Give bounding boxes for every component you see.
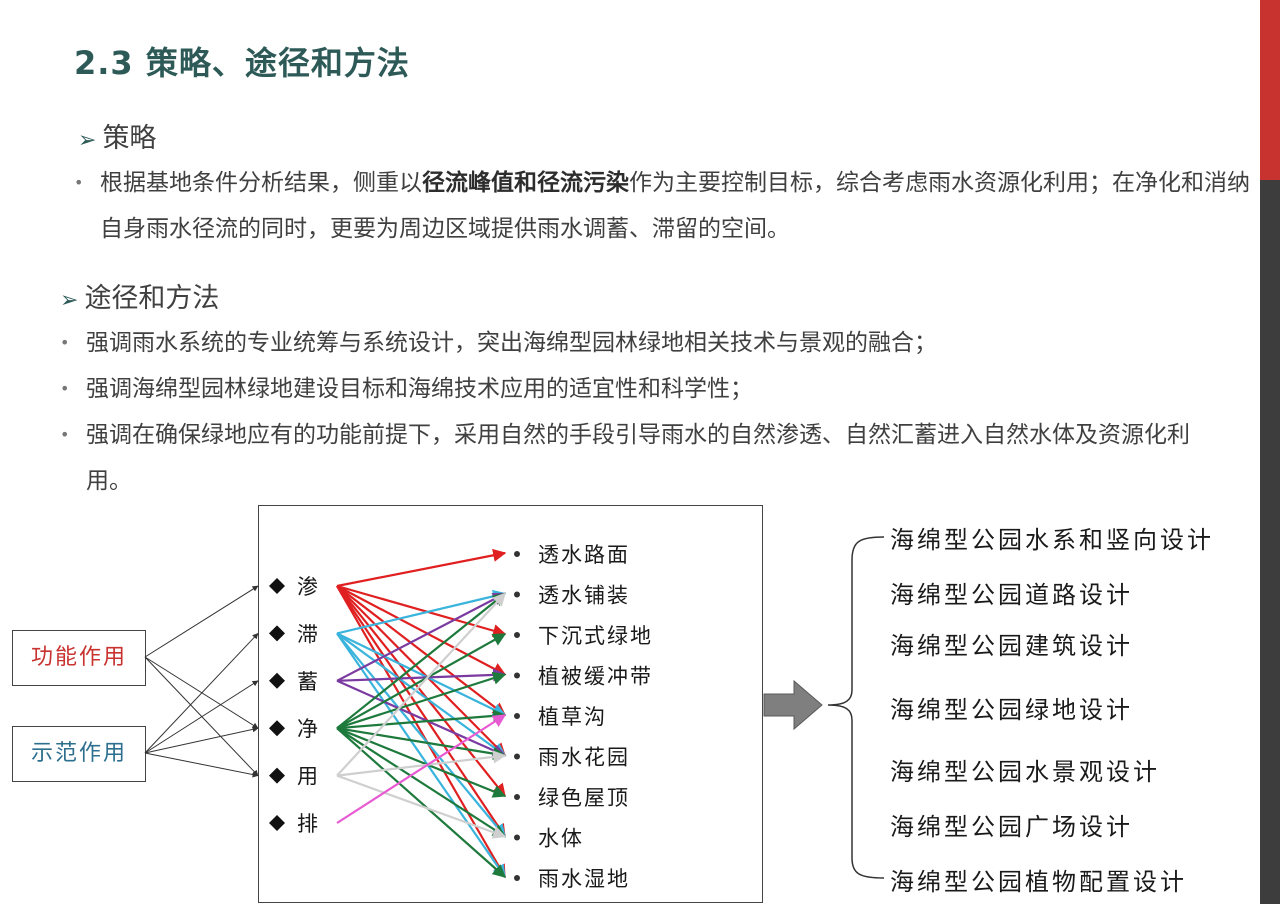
principle-measure-box (258, 505, 763, 903)
function-link (144, 680, 259, 754)
function-box-function: 功能作用 (12, 630, 146, 686)
methods-bullet: • 强调在确保绿地应有的功能前提下，采用自然的手段引导雨水的自然渗透、自然汇蓄进… (60, 412, 1216, 504)
arrow-bullet-icon: ➢ (60, 288, 79, 313)
methods-bullet: • 强调雨水系统的专业统筹与系统设计，突出海绵型园林绿地相关技术与景观的融合； (60, 320, 1236, 366)
design-item: 海绵型公园水景观设计 (890, 758, 1160, 786)
methods-heading-text: 途径和方法 (84, 283, 220, 314)
methods-bullet-text: 强调在确保绿地应有的功能前提下，采用自然的手段引导雨水的自然渗透、自然汇蓄进入自… (86, 422, 1190, 494)
block-arrow-icon (763, 679, 823, 731)
right-accent-bar (1260, 0, 1280, 904)
strategy-text-emphasis: 径流峰值和径流污染 (422, 170, 629, 196)
bullet-dot-icon: • (74, 173, 84, 192)
curly-brace-icon (827, 536, 885, 879)
strategy-bullet: • 根据基地条件分析结果，侧重以径流峰值和径流污染作为主要控制目标，综合考虑雨水… (74, 160, 1250, 252)
strategy-heading: ➢策略 (78, 116, 156, 155)
bullet-dot-icon: • (60, 425, 70, 444)
design-item: 海绵型公园水系和竖向设计 (890, 526, 1214, 554)
design-item: 海绵型公园道路设计 (890, 581, 1133, 609)
strategy-heading-text: 策略 (102, 123, 157, 154)
page-title: 2.3 策略、途径和方法 (74, 44, 410, 82)
bullet-dot-icon: • (60, 333, 70, 352)
arrow-bullet-icon: ➢ (78, 128, 97, 153)
accent-bar-red (1260, 0, 1280, 180)
function-link (144, 752, 259, 778)
strategy-text-before: 根据基地条件分析结果，侧重以 (100, 170, 422, 196)
design-item: 海绵型公园植物配置设计 (890, 868, 1187, 896)
strategy-text-after: 作为主要控制目标，综合考虑雨水资源化利用；在净化和消纳自身雨水径流的同时，更要为… (100, 170, 1250, 242)
methods-bullet-text: 强调雨水系统的专业统筹与系统设计，突出海绵型园林绿地相关技术与景观的融合； (86, 330, 937, 356)
design-item: 海绵型公园广场设计 (890, 813, 1133, 841)
design-item: 海绵型公园绿地设计 (890, 696, 1133, 724)
methods-bullet: • 强调海绵型园林绿地建设目标和海绵技术应用的适宜性和科学性； (60, 366, 1236, 412)
function-link (144, 726, 259, 754)
bullet-dot-icon: • (60, 379, 70, 398)
methods-heading: ➢途径和方法 (60, 276, 219, 315)
function-link (144, 656, 259, 777)
function-link (144, 632, 259, 754)
function-box-demonstration: 示范作用 (12, 726, 146, 782)
design-item: 海绵型公园建筑设计 (890, 632, 1133, 660)
accent-bar-dark (1260, 180, 1280, 904)
function-link (144, 585, 259, 658)
function-link (144, 656, 259, 729)
methods-bullet-text: 强调海绵型园林绿地建设目标和海绵技术应用的适宜性和科学性； (86, 376, 753, 402)
